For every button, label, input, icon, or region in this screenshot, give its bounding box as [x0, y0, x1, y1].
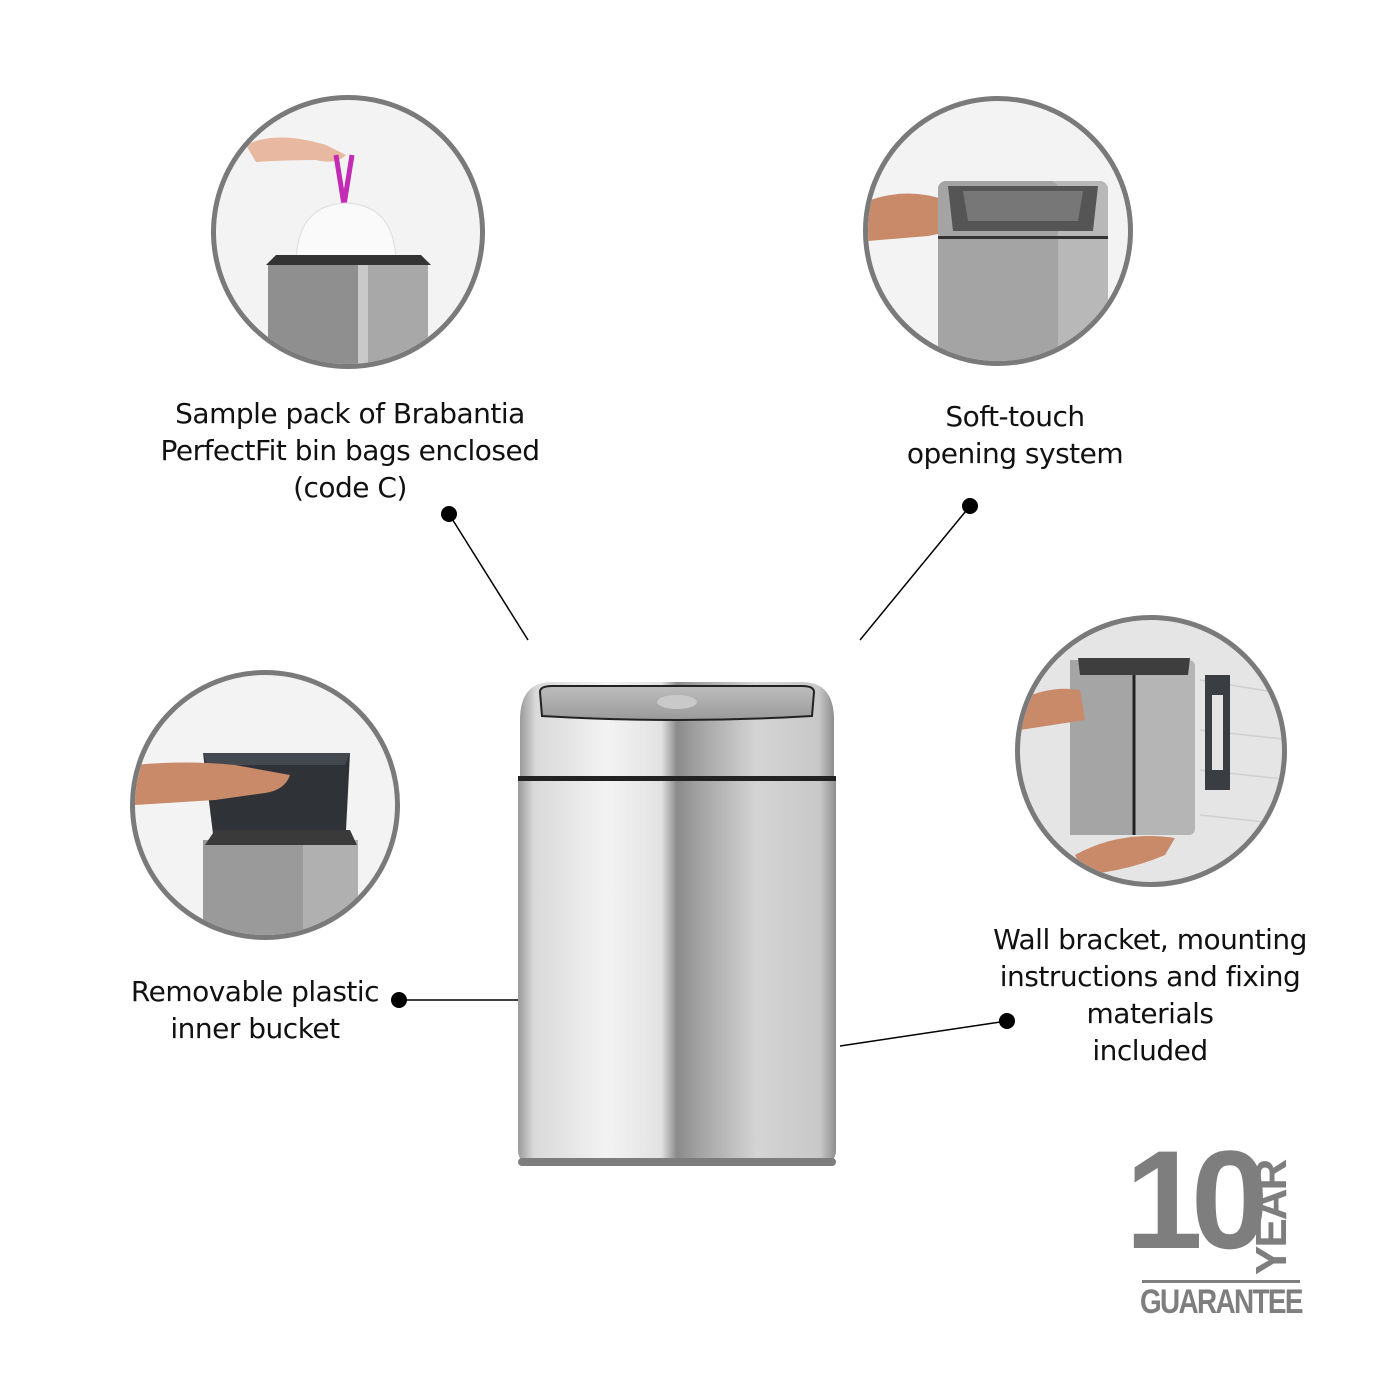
guarantee-unit: YEAR	[1247, 1155, 1296, 1275]
label-line: opening system	[906, 437, 1124, 470]
feature-label-inner-bucket: Removable plastic inner bucket	[120, 973, 390, 1047]
guarantee-divider	[1142, 1280, 1300, 1283]
callout-dot-wall-bracket	[999, 1013, 1015, 1029]
inner-bucket-photo	[130, 670, 400, 940]
guarantee-number: 10	[1125, 1121, 1269, 1278]
label-line: instructions and fixing materials	[999, 960, 1301, 1030]
callout-dot-bin-bags	[441, 506, 457, 522]
label-line: Removable plastic	[130, 975, 380, 1008]
bin-bags-photo	[211, 95, 485, 369]
callout-dot-soft-touch	[962, 498, 978, 514]
label-line: inner bucket	[170, 1012, 340, 1045]
label-line: Soft-touch	[945, 400, 1085, 433]
guarantee-unit-text: YEAR	[1247, 1160, 1296, 1275]
inner-bucket-illustration-icon	[135, 753, 358, 935]
label-line: Wall bracket, mounting	[993, 923, 1307, 956]
soft-touch-illustration-icon	[868, 181, 1108, 361]
wall-bracket-illustration-icon	[1020, 658, 1282, 875]
guarantee-badge: 10 YEAR GUARANTEE	[1120, 1130, 1320, 1325]
feature-label-wall-bracket: Wall bracket, mounting instructions and …	[940, 921, 1360, 1069]
main-bin-product	[512, 680, 842, 1170]
label-line: Sample pack of Brabantia	[175, 397, 525, 430]
feature-label-bin-bags: Sample pack of Brabantia PerfectFit bin …	[160, 395, 540, 506]
wall-bracket-photo	[1015, 615, 1287, 887]
feature-label-soft-touch: Soft-touch opening system	[880, 398, 1150, 472]
label-line: included	[1092, 1034, 1208, 1067]
stainless-steel-bin-icon	[518, 682, 836, 1166]
label-line: PerfectFit bin bags enclosed	[160, 434, 540, 467]
bin-bag-illustration-icon	[246, 137, 431, 364]
callout-dot-inner-bucket	[391, 992, 407, 1008]
label-line: (code C)	[293, 471, 407, 504]
guarantee-word: GUARANTEE	[1140, 1283, 1303, 1321]
soft-touch-photo	[863, 96, 1133, 366]
